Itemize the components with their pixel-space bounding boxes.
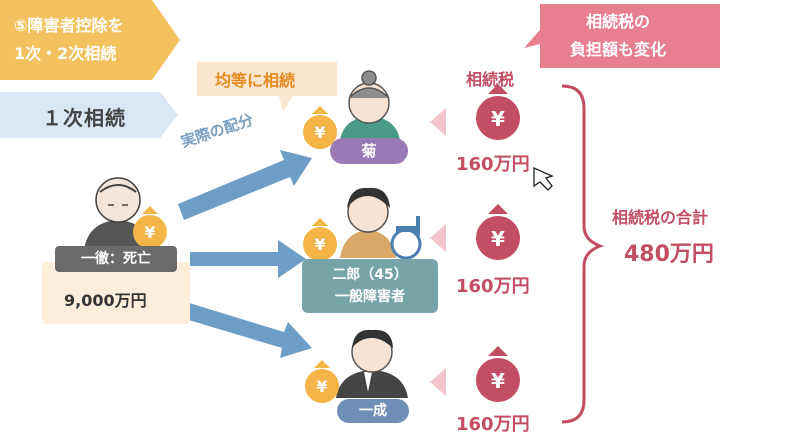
arrow-to-heir3 [182,302,312,358]
svg-text:¥: ¥ [491,227,505,251]
heir1-figure [340,70,400,140]
tax-amount-3: 160万円 [456,414,530,435]
pink-arrow-1 [430,108,446,136]
heir2-status: 一般障害者 [335,289,405,305]
deceased-box [42,262,190,324]
tax-bag-2: ¥ [476,204,520,260]
heir2-name: 二郎（45） [332,267,408,283]
title-tag: ⑤障害者控除を 1次・2次相続 [0,0,180,80]
deceased-money-bag: ¥ [133,206,167,249]
svg-text:¥: ¥ [491,107,505,131]
heir2-money-bag: ¥ [303,218,337,261]
heir3-name-badge: 一成 [337,399,409,423]
first-inheritance-label: １次相続 [0,92,178,138]
svg-text:¥: ¥ [314,235,325,254]
heir1-name-badge: 菊 [330,138,408,164]
svg-text:¥: ¥ [144,223,155,242]
deceased-name-badge: 一徹：死亡 [55,246,177,272]
heir3-money-bag: ¥ [305,360,339,403]
callout-line1: 相続税の [586,12,651,31]
tax-bag-1: ¥ [476,84,520,140]
svg-text:¥: ¥ [316,377,327,396]
equal-distribution-text: 均等に相続 [215,71,296,90]
total-tax-amount: 480万円 [624,242,714,267]
hand-cursor-icon [533,166,554,191]
heir2-name-badge: 二郎（45） 一般障害者 [302,259,438,313]
title-line1: ⑤障害者控除を [14,16,124,35]
total-brace [561,84,605,424]
tax-bag-3: ¥ [476,346,520,402]
heir1-money-bag: ¥ [303,106,337,149]
svg-text:¥: ¥ [491,369,505,393]
title-line2: 1次・2次相続 [14,44,117,63]
estate-amount: 9,000万円 [64,291,147,310]
wheelchair-icon [390,216,422,260]
tax-change-callout: 相続税の 負担額も変化 [520,0,720,72]
svg-text:¥: ¥ [314,123,325,142]
pink-arrow-3 [430,368,446,396]
tax-header: 相続税 [466,70,515,89]
pink-arrow-2 [430,224,446,252]
total-tax-label: 相続税の合計 [612,208,709,227]
heir2-figure [340,187,396,258]
first-inheritance-text: １次相続 [42,106,126,130]
heir3-figure [336,329,408,398]
equal-distribution-callout: 均等に相続 [197,62,337,114]
callout-line2: 負担額も変化 [570,40,667,59]
arrow-to-heir1 [178,150,312,220]
tax-amount-2: 160万円 [456,276,530,297]
arrow-to-heir2 [190,240,306,278]
tax-amount-1: 160万円 [456,154,530,175]
